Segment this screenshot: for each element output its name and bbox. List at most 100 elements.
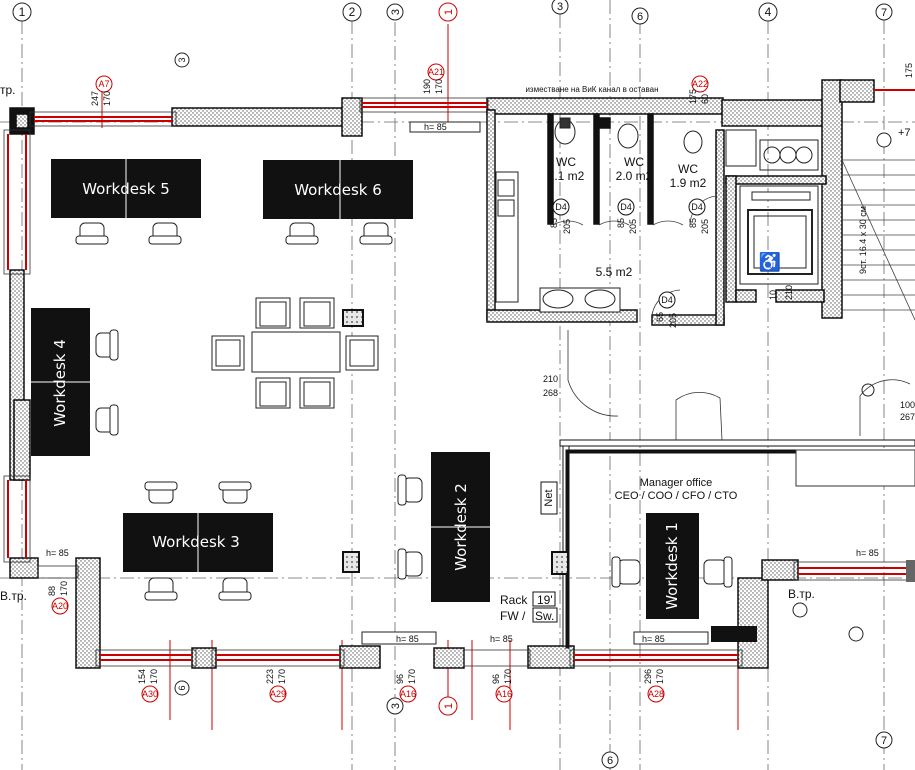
window-frames: [3, 97, 915, 667]
workdesk-5: Workdesk 5: [51, 159, 201, 218]
svg-text:154: 154: [137, 669, 147, 684]
svg-text:D4: D4: [555, 202, 567, 212]
svg-text:1: 1: [443, 9, 455, 15]
svg-text:A21: A21: [428, 67, 444, 77]
chair: [299, 297, 335, 329]
svg-text:h= 85: h= 85: [490, 634, 513, 644]
svg-text:85: 85: [688, 218, 698, 228]
axis-bubble-bottom-6: 6: [601, 751, 619, 769]
window-tag: A7: [95, 75, 113, 93]
manager-office-walls: [559, 439, 915, 649]
axis-bubble-2: 2: [342, 2, 362, 22]
workdesk-6: Workdesk 6: [263, 160, 413, 219]
svg-text:Workdesk 2: Workdesk 2: [452, 483, 470, 571]
window-tag: A30: [141, 685, 159, 703]
svg-text:A29: A29: [270, 689, 286, 699]
svg-text:Workdesk 1: Workdesk 1: [663, 522, 681, 610]
window-tag: A28: [647, 685, 665, 703]
svg-text:296: 296: [643, 669, 653, 684]
svg-text:D4: D4: [620, 202, 632, 212]
top-note: изместване на ВиК канал в оставан: [525, 85, 658, 94]
svg-text:19': 19': [537, 593, 553, 607]
wc3-area: 1.9 m2: [670, 176, 707, 190]
door-tag: D4: [552, 198, 570, 216]
svg-text:h= 85: h= 85: [396, 634, 419, 644]
svg-text:A30: A30: [142, 689, 158, 699]
svg-text:6: 6: [177, 685, 187, 690]
chair: [299, 377, 335, 409]
wc-block: [495, 117, 703, 313]
window-tag: A29: [269, 685, 287, 703]
window-tag: A16: [399, 685, 417, 703]
svg-text:6: 6: [637, 11, 643, 23]
svg-text:205: 205: [668, 313, 678, 328]
svg-text:h= 85: h= 85: [856, 548, 879, 558]
manager-office-title: Manager office: [640, 477, 713, 489]
svg-text:3: 3: [390, 703, 402, 709]
columns: [342, 309, 569, 575]
svg-text:A16: A16: [400, 689, 416, 699]
meeting-table: [211, 297, 379, 409]
chair: [703, 556, 733, 588]
svg-text:60: 60: [700, 94, 710, 104]
door-dims: 85 205 85 205 85 205 65 205: [549, 218, 710, 328]
axis-bubble-4: 4: [758, 2, 778, 22]
wc1-area: 2.1 m2: [548, 169, 585, 183]
window-tag: A22: [691, 75, 709, 93]
rack: Rack 19' FW / Sw.: [500, 591, 558, 623]
stair-note: 9ст. 16.4 x 30 см: [858, 206, 868, 274]
axis-bubble-right: [792, 132, 892, 642]
main-doors: [567, 330, 911, 441]
chair: [211, 335, 245, 371]
svg-text:175: 175: [904, 63, 914, 78]
sill-heights: h= 85 h= 85 h= 85 h= 85 h= 85 h= 85: [46, 122, 879, 644]
chair: [397, 548, 423, 580]
svg-text:A22: A22: [692, 79, 708, 89]
svg-text:+7: +7: [898, 127, 911, 139]
window-sills: [361, 121, 709, 645]
edge-note-right: В.тр.: [788, 587, 815, 601]
svg-text:A7: A7: [98, 79, 109, 89]
svg-text:D4: D4: [691, 202, 703, 212]
chair: [255, 297, 291, 329]
wc1-name: WC: [556, 155, 576, 169]
grid-axis-bubbles: 1 2 3 3 6 4 7 1 3 1 6 7 3 6: [12, 0, 893, 769]
windows: [7, 89, 915, 661]
svg-text:h= 85: h= 85: [642, 634, 665, 644]
chair: [95, 329, 119, 361]
edge-note-top: тр.: [0, 83, 16, 97]
svg-text:96: 96: [395, 674, 405, 684]
svg-text:170: 170: [59, 581, 69, 596]
axis-bubble-red: 1: [438, 2, 458, 22]
axis-bubble-7: 7: [875, 3, 893, 21]
room-labels: WC 2.1 m2 WC 2.0 m2 WC 1.9 m2 5.5 m2 Man…: [548, 155, 738, 502]
svg-text:100: 100: [900, 400, 915, 410]
edge-block: [906, 560, 915, 582]
chair: [218, 481, 252, 504]
chair: [75, 222, 109, 245]
chair: [397, 474, 423, 506]
stair: [841, 159, 915, 321]
accessible-icon: ♿: [759, 251, 781, 272]
svg-text:205: 205: [700, 219, 710, 234]
svg-text:247: 247: [90, 91, 100, 106]
svg-text:170: 170: [407, 669, 417, 684]
manager-office-sub: CEO / COO / CFO / CTO: [615, 490, 738, 502]
svg-text:1: 1: [443, 703, 455, 709]
chair: [255, 377, 291, 409]
svg-text:170: 170: [102, 91, 112, 106]
axis-bubble-left-bottom: 6: [174, 680, 190, 696]
misc-dims: 210 268 100 267 10 210 +7 175: [543, 63, 915, 422]
wc3-name: WC: [678, 162, 698, 176]
chair: [345, 335, 379, 371]
chair: [144, 481, 178, 504]
chair: [285, 222, 319, 245]
axis-bubble-3: 3: [386, 3, 404, 21]
svg-text:6: 6: [607, 755, 613, 767]
svg-text:170: 170: [503, 669, 513, 684]
svg-text:85: 85: [549, 218, 559, 228]
axis-bubble-bottom-red: 1: [438, 696, 458, 716]
svg-text:3: 3: [177, 57, 187, 62]
svg-text:A16: A16: [496, 689, 512, 699]
